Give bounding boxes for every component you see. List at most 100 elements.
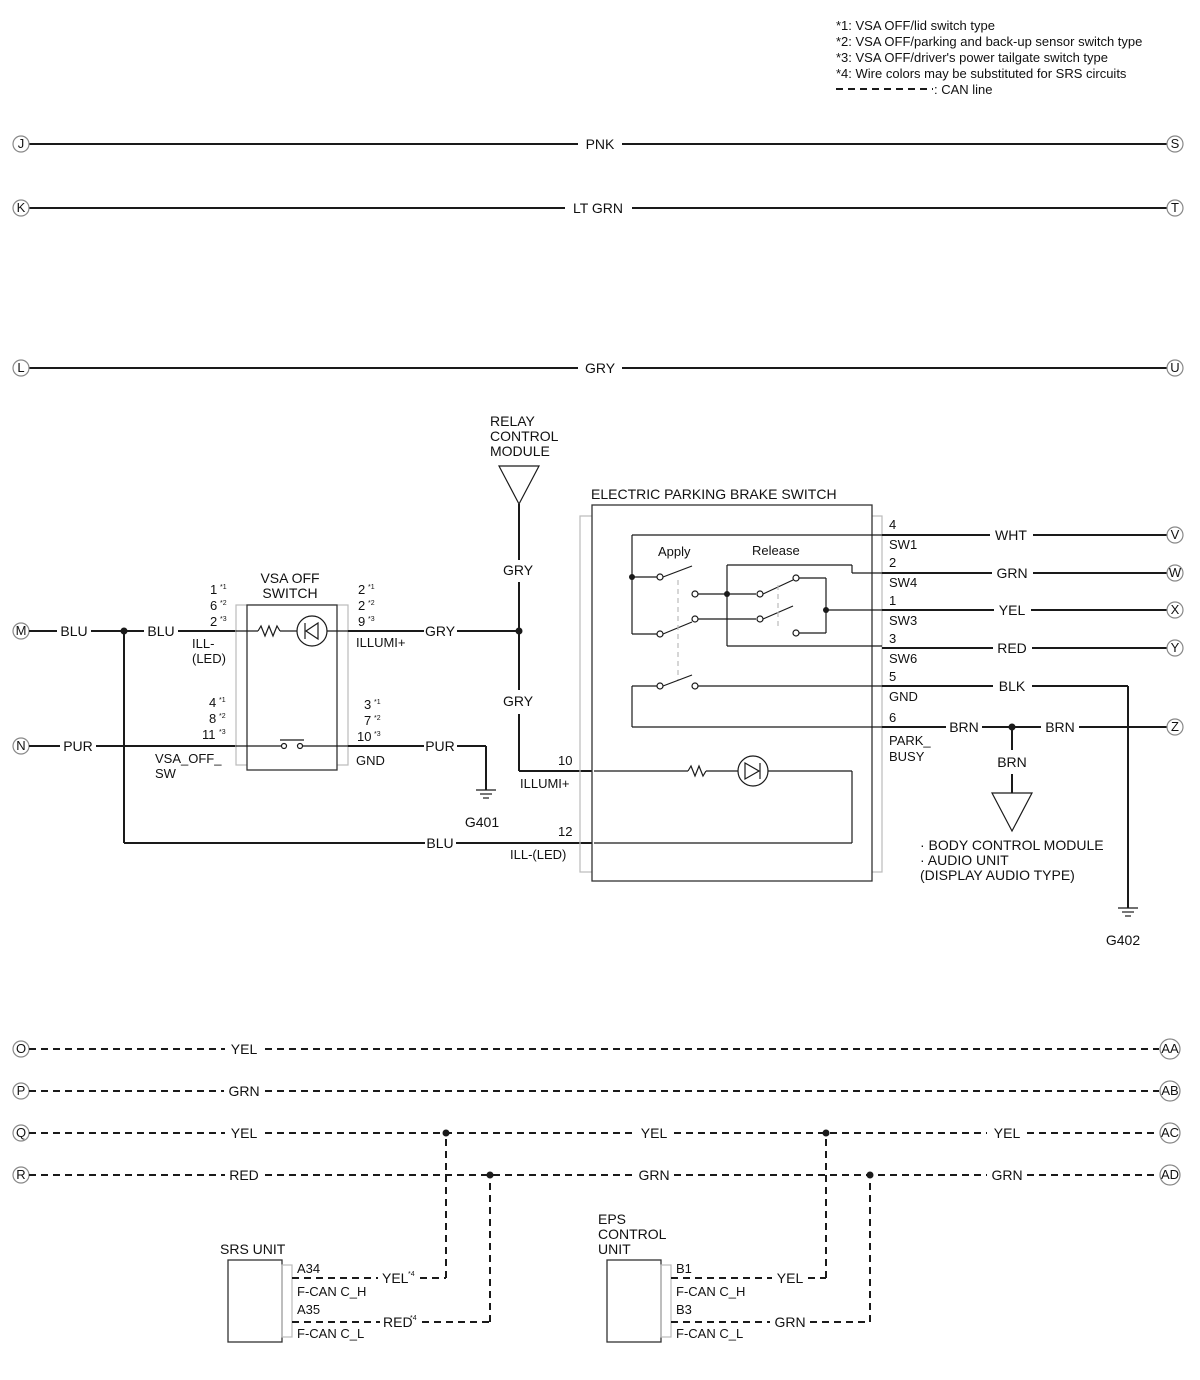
ground-label: G401 bbox=[465, 814, 499, 830]
eps-control-unit: EPS CONTROL UNIT B1 F-CAN C_H B3 F-CAN C… bbox=[598, 1133, 871, 1343]
pin-label: (LED) bbox=[192, 651, 226, 666]
release-label: Release bbox=[752, 543, 800, 558]
can-line-p-ab: P GRN AB bbox=[12, 1080, 1181, 1102]
footnote-ref: *4 bbox=[408, 1271, 415, 1278]
can-line-q-ac: Q YEL YEL YEL AC bbox=[12, 1122, 1181, 1144]
pin-number: 1 bbox=[210, 582, 217, 597]
apply-switch-contact bbox=[662, 565, 693, 578]
connector-label: AB bbox=[1161, 1083, 1178, 1098]
pin-number: B3 bbox=[676, 1302, 692, 1317]
vsa-title-1: VSA OFF bbox=[260, 570, 319, 586]
eps-unit-body bbox=[606, 1259, 662, 1343]
eps-label-1: EPS bbox=[598, 1211, 626, 1227]
pin-label: ILL-(LED) bbox=[510, 847, 566, 862]
eps-label-3: UNIT bbox=[598, 1241, 631, 1257]
connector-label: S bbox=[1171, 136, 1180, 151]
wire-l-u: GRY L U bbox=[12, 359, 1184, 377]
wire-color-label: RED bbox=[383, 1314, 413, 1330]
ground-label: G402 bbox=[1106, 932, 1140, 948]
relay-label-1: RELAY bbox=[490, 413, 536, 429]
connector-label: W bbox=[1169, 565, 1182, 580]
footnote-ref: *2 bbox=[374, 715, 381, 722]
wire-color-label: BRN bbox=[997, 754, 1027, 770]
connector-l bbox=[12, 359, 30, 377]
epb-switch-body bbox=[591, 504, 873, 882]
pin-number: A35 bbox=[297, 1302, 320, 1317]
connector-ad bbox=[1159, 1164, 1181, 1186]
wire-color-label: YEL bbox=[641, 1125, 668, 1141]
electric-parking-brake-switch: ELECTRIC PARKING BRAKE SWITCH Apply Rele… bbox=[510, 486, 931, 882]
pin-number: 10 bbox=[357, 729, 371, 744]
connector-label: R bbox=[16, 1167, 25, 1182]
connector-t bbox=[1166, 199, 1184, 217]
pin-number: 12 bbox=[558, 824, 572, 839]
wire-color-label: PUR bbox=[425, 738, 455, 754]
wire-color-label: WHT bbox=[995, 527, 1027, 543]
can-line-legend-label: : CAN line bbox=[934, 82, 993, 97]
note-2: *2: VSA OFF/parking and back-up sensor s… bbox=[836, 34, 1142, 49]
wire-color-label: GRN bbox=[996, 565, 1027, 581]
pin-label: GND bbox=[356, 753, 385, 768]
connector-label: U bbox=[1170, 360, 1179, 375]
pin-number: 2 bbox=[358, 582, 365, 597]
wire-k-t: LT GRN K T bbox=[12, 199, 1184, 217]
wire-color-label: GRY bbox=[425, 623, 456, 639]
connector-label: L bbox=[17, 360, 24, 375]
connector-label: Q bbox=[16, 1125, 26, 1140]
connector-label: Y bbox=[1171, 640, 1180, 655]
pin-label: VSA_OFF_ bbox=[155, 751, 222, 766]
wire-color-label: BLK bbox=[999, 678, 1026, 694]
connector-u bbox=[1166, 359, 1184, 377]
vsa-title-2: SWITCH bbox=[262, 585, 317, 601]
connector-k bbox=[12, 199, 30, 217]
pin-label: BUSY bbox=[889, 749, 925, 764]
connector-aa bbox=[1159, 1038, 1181, 1060]
relay-terminal-triangle bbox=[498, 465, 540, 506]
pin-label: F-CAN C_H bbox=[676, 1284, 745, 1299]
pin-label: PARK_ bbox=[889, 733, 931, 748]
pin-label: F-CAN C_L bbox=[297, 1326, 364, 1341]
wire-color-label: RED bbox=[229, 1167, 259, 1183]
footnote-ref: *2 bbox=[219, 713, 226, 720]
connector-x bbox=[1166, 601, 1184, 619]
wire-color-label: GRN bbox=[991, 1167, 1022, 1183]
pin-label: F-CAN C_L bbox=[676, 1326, 743, 1341]
pin-number: B1 bbox=[676, 1261, 692, 1276]
connector-label: O bbox=[16, 1041, 26, 1056]
wire-color-label: GRY bbox=[503, 562, 534, 578]
wire-color-label: YEL bbox=[994, 1125, 1021, 1141]
bcm-terminal-triangle bbox=[991, 792, 1033, 833]
connector-label: J bbox=[18, 136, 25, 151]
pin-number: 7 bbox=[364, 713, 371, 728]
pin-number: 4 bbox=[889, 517, 896, 532]
note-3: *3: VSA OFF/driver's power tailgate swit… bbox=[836, 50, 1108, 65]
connector-label: X bbox=[1171, 602, 1180, 617]
wire-color-label: BRN bbox=[1045, 719, 1075, 735]
connector-label: AC bbox=[1161, 1125, 1179, 1140]
footnote-ref: *1 bbox=[220, 584, 227, 591]
connector-y bbox=[1166, 639, 1184, 657]
epb-title: ELECTRIC PARKING BRAKE SWITCH bbox=[591, 486, 837, 502]
pin-number: 5 bbox=[889, 669, 896, 684]
can-line-o-aa: O YEL AA bbox=[12, 1038, 1181, 1060]
relay-control-module: RELAY CONTROL MODULE bbox=[490, 413, 559, 506]
pin-number: 2 bbox=[358, 598, 365, 613]
wire-color-label: BLU bbox=[147, 623, 174, 639]
wire-color-label: GRN bbox=[638, 1167, 669, 1183]
wire-color-label: GRY bbox=[585, 360, 616, 376]
connector-label: T bbox=[1171, 200, 1179, 215]
wire-color-label: PNK bbox=[586, 136, 615, 152]
wire-color-label: RED bbox=[997, 640, 1027, 656]
can-line-r-ad: R RED GRN GRN AD bbox=[12, 1164, 1181, 1186]
footnote-ref: *3 bbox=[220, 616, 227, 623]
bcm-label-1: · BODY CONTROL MODULE bbox=[920, 837, 1104, 853]
resistor-icon bbox=[687, 764, 707, 778]
footnote-ref: *3 bbox=[374, 731, 381, 738]
pin-number: A34 bbox=[297, 1261, 320, 1276]
wire-color-label: BLU bbox=[60, 623, 87, 639]
wire-color-label: GRY bbox=[503, 693, 534, 709]
srs-title: SRS UNIT bbox=[220, 1241, 286, 1257]
connector-label: AD bbox=[1161, 1167, 1179, 1182]
pin-label: GND bbox=[889, 689, 918, 704]
